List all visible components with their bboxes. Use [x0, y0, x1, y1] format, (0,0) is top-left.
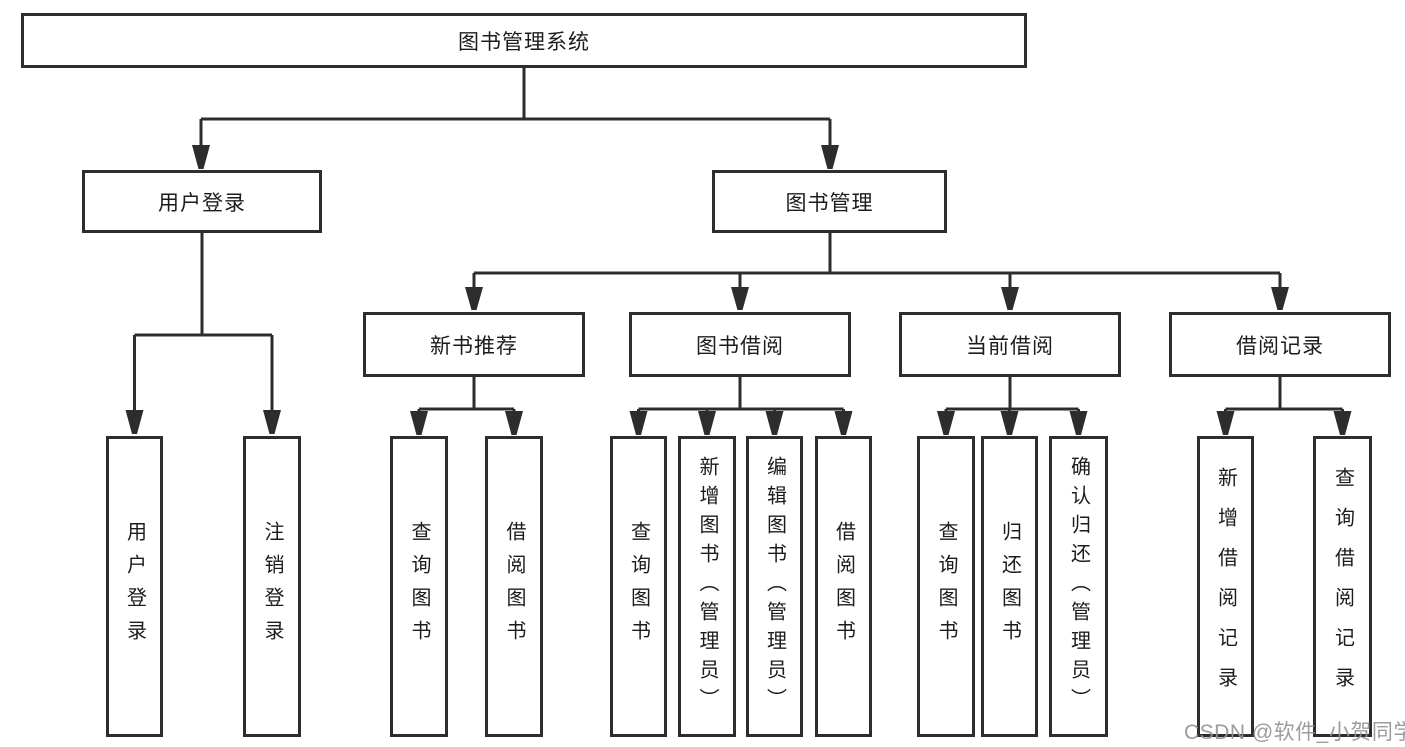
node-query-books-current: 查询图书	[917, 436, 975, 737]
node-label: 确认归还（管理员）	[1067, 456, 1090, 717]
node-label: 查询图书	[408, 520, 430, 653]
node-label: 图书管理	[785, 191, 874, 215]
node-label: 当前借阅	[966, 334, 1054, 358]
node-add-borrow-record: 新增借阅记录	[1197, 436, 1254, 737]
node-label: 新书推荐	[430, 334, 518, 358]
node-label: 新增借阅记录	[1214, 466, 1237, 707]
node-label: 新增图书（管理员）	[696, 456, 718, 717]
node-user-login-leaf: 用户登录	[106, 436, 163, 737]
node-new-book-recommendation: 新书推荐	[363, 312, 585, 377]
node-label: 查询借阅记录	[1331, 466, 1354, 707]
node-query-borrow-record: 查询借阅记录	[1313, 436, 1372, 737]
node-query-books-borrowing: 查询图书	[610, 436, 667, 737]
node-label: 借阅图书	[503, 520, 525, 653]
node-label: 归还图书	[998, 520, 1021, 653]
node-label: 借阅图书	[832, 520, 855, 653]
node-label: 用户登录	[123, 520, 146, 653]
node-logout-leaf: 注销登录	[243, 436, 301, 737]
node-label: 注销登录	[261, 520, 283, 653]
node-borrowing-records: 借阅记录	[1169, 312, 1391, 377]
node-label: 图书借阅	[696, 334, 784, 358]
node-label: 借阅记录	[1236, 334, 1324, 358]
node-book-management-branch: 图书管理	[712, 170, 947, 233]
node-query-books-recommend: 查询图书	[390, 436, 448, 737]
csdn-watermark: CSDN @软件_小贺同学	[1184, 721, 1405, 744]
node-label: 编辑图书（管理员）	[763, 456, 786, 717]
node-return-books: 归还图书	[981, 436, 1038, 737]
node-edit-books-admin: 编辑图书（管理员）	[746, 436, 803, 737]
node-label: 查询图书	[935, 520, 957, 653]
node-confirm-return-admin: 确认归还（管理员）	[1049, 436, 1108, 737]
node-label: 图书管理系统	[458, 30, 590, 54]
node-label: 查询图书	[627, 520, 650, 653]
node-borrow-books-recommend: 借阅图书	[485, 436, 543, 737]
node-add-books-admin: 新增图书（管理员）	[678, 436, 736, 737]
node-borrow-books-borrowing: 借阅图书	[815, 436, 872, 737]
node-user-login-branch: 用户登录	[82, 170, 322, 233]
node-book-borrowing: 图书借阅	[629, 312, 851, 377]
node-label: 用户登录	[158, 191, 246, 215]
node-library-management-system: 图书管理系统	[21, 13, 1027, 68]
node-current-borrowing: 当前借阅	[899, 312, 1121, 377]
